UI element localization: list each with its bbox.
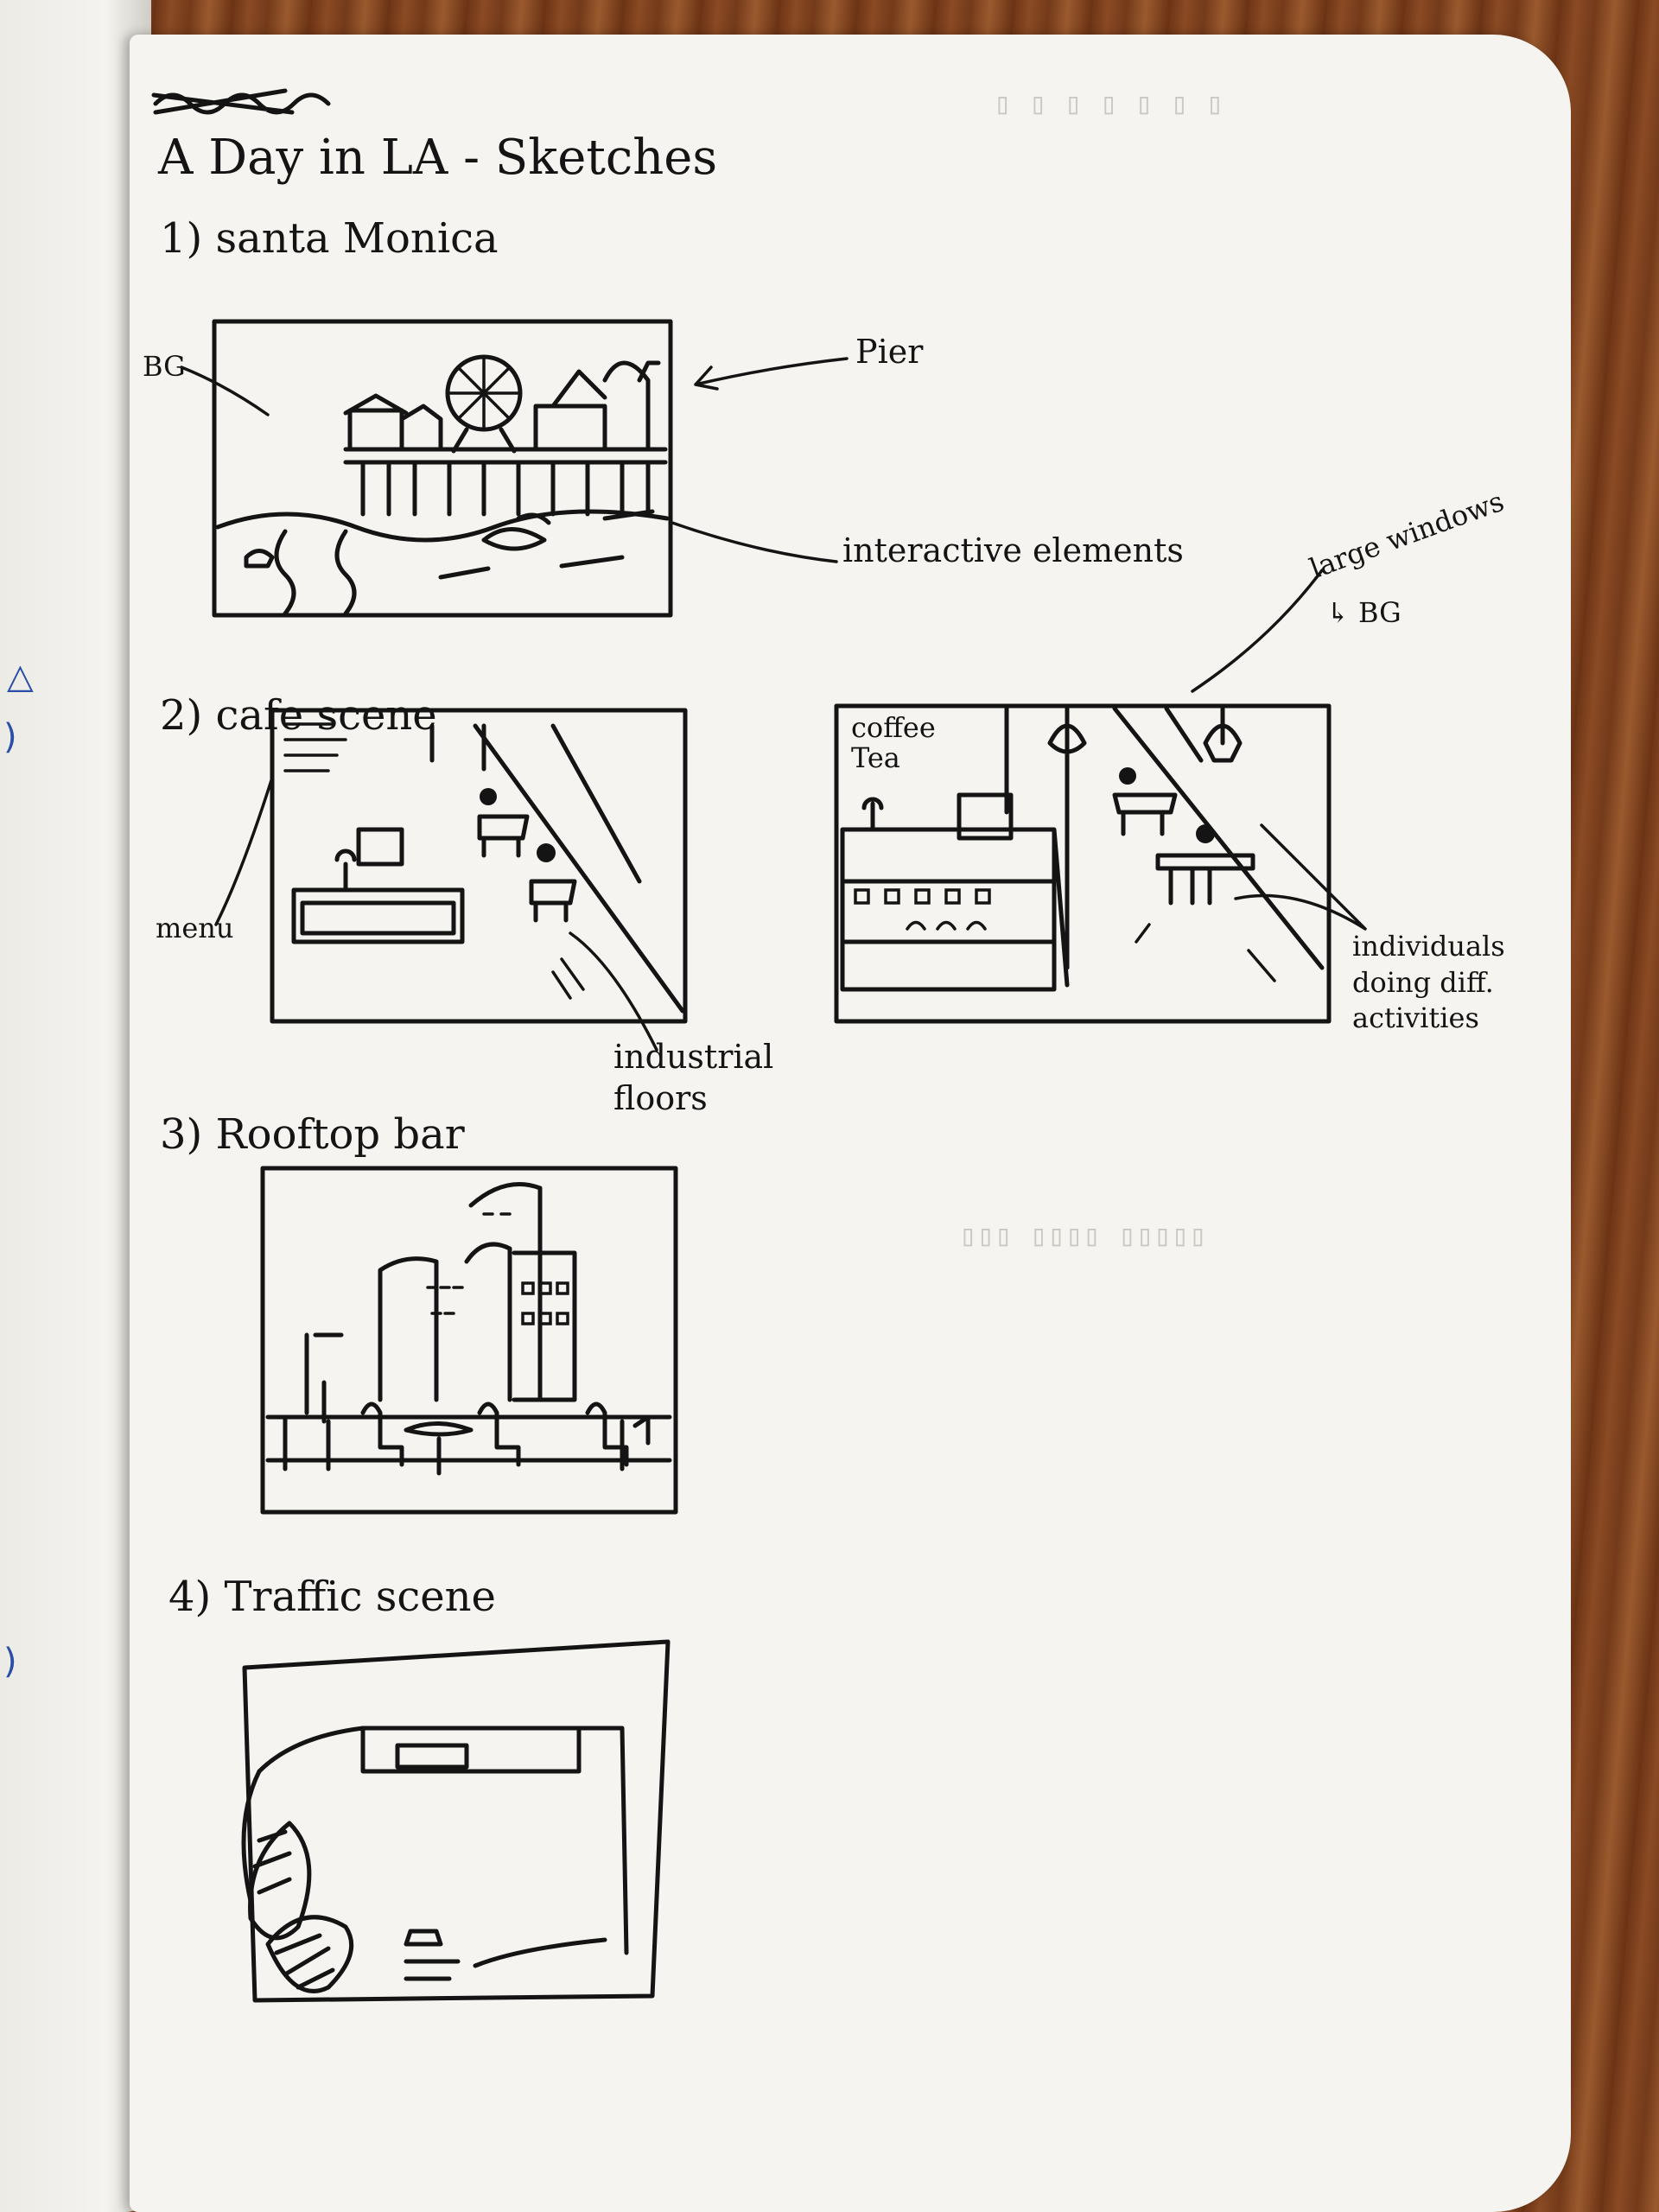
annotation-menu: menu	[156, 912, 234, 944]
blue-mark-paren-2: )	[3, 1642, 17, 1681]
section-4-label: Traffic scene	[224, 1573, 496, 1621]
blue-mark-triangle: △	[7, 657, 34, 696]
section-2-heading: 2) cafe scene	[160, 691, 437, 740]
section-1-number: 1)	[160, 214, 203, 263]
sketch-cafe-right	[834, 569, 1367, 1024]
cafe-signage: coffee Tea	[851, 711, 936, 775]
section-3-label: Rooftop bar	[215, 1110, 465, 1159]
bleed-through-text: ▯▯▯ ▯▯▯▯ ▯▯▯▯▯	[959, 1218, 1207, 1253]
annotation-pier: Pier	[855, 333, 924, 371]
section-1-label: santa Monica	[215, 214, 499, 263]
cafe-sign-coffee: coffee	[851, 711, 936, 744]
blue-mark-paren-1: )	[3, 717, 17, 757]
sketch-cafe-left	[214, 708, 688, 1052]
cafe-sign-tea: Tea	[851, 741, 900, 775]
annotation-individuals-block: individuals doing diff. activities	[1352, 929, 1505, 1037]
scribbled-word	[151, 88, 331, 115]
annotation-activities: activities	[1352, 1001, 1479, 1035]
section-2-label: cafe scene	[215, 691, 437, 740]
sketch-traffic-scene	[241, 1639, 671, 2003]
left-notebook-page: △ ) )	[0, 0, 151, 2212]
annotation-bg-1: BG	[143, 350, 186, 383]
bleed-through-heading: ▯ ▯ ▯ ▯ ▯ ▯ ▯	[994, 86, 1224, 121]
sketch-santa-monica	[180, 319, 849, 618]
annotation-bg-2-text: BG	[1357, 596, 1402, 629]
annotation-bg-2: ↳ BG	[1326, 596, 1402, 629]
annotation-doing-diff: doing diff.	[1352, 965, 1494, 999]
annotation-industrial: industrial floors	[613, 1037, 786, 1119]
section-4-number: 4)	[168, 1573, 212, 1621]
section-1-heading: 1) santa Monica	[160, 214, 499, 263]
section-3-heading: 3) Rooftop bar	[160, 1110, 465, 1159]
annotation-industrial-floors: industrial floors	[613, 1038, 774, 1117]
page-title: A Day in LA - Sketches	[158, 130, 718, 186]
annotation-interactive-elements: interactive elements	[842, 531, 1184, 569]
sketch-rooftop-bar	[260, 1166, 678, 1515]
section-2-number: 2)	[160, 691, 203, 740]
annotation-individuals: individuals	[1352, 930, 1505, 963]
section-3-number: 3)	[160, 1110, 203, 1159]
section-4-heading: 4) Traffic scene	[168, 1573, 496, 1621]
